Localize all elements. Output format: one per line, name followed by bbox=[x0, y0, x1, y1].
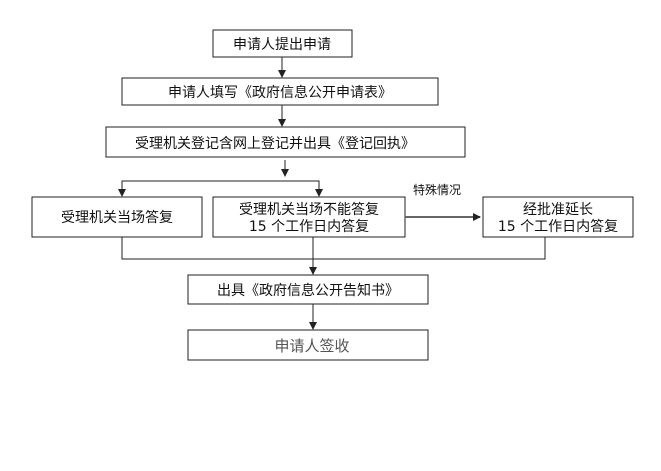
step-extend: 经批准延长 15 个工作日内答复 bbox=[482, 196, 634, 238]
svg-text:申请人签收: 申请人签收 bbox=[274, 337, 349, 355]
step-register: 受理机关登记含网上登记并出具《登记回执》 bbox=[105, 126, 466, 158]
svg-text:15 个工作日内答复: 15 个工作日内答复 bbox=[249, 218, 369, 235]
step-notice: 出具《政府信息公开告知书》 bbox=[187, 274, 429, 305]
step-fill-form: 申请人填写《政府信息公开申请表》 bbox=[121, 77, 439, 106]
svg-text:15 个工作日内答复: 15 个工作日内答复 bbox=[498, 218, 618, 235]
branch-connector bbox=[121, 180, 320, 196]
merge-connector bbox=[121, 237, 546, 260]
svg-text:经批准延长: 经批准延长 bbox=[523, 202, 593, 218]
step-sign: 申请人签收 bbox=[187, 329, 429, 361]
special-case-label: 特殊情况 bbox=[413, 182, 461, 197]
svg-text:受理机关当场不能答复: 受理机关当场不能答复 bbox=[239, 201, 379, 218]
svg-text:申请人提出申请: 申请人提出申请 bbox=[233, 37, 331, 53]
step-submit: 申请人提出申请 bbox=[212, 29, 353, 58]
svg-text:出具《政府信息公开告知书》: 出具《政府信息公开告知书》 bbox=[217, 282, 399, 299]
svg-text:申请人填写《政府信息公开申请表》: 申请人填写《政府信息公开申请表》 bbox=[168, 84, 392, 101]
step-reply-later: 受理机关当场不能答复 15 个工作日内答复 bbox=[212, 196, 406, 238]
svg-text:受理机关登记含网上登记并出具《登记回执》: 受理机关登记含网上登记并出具《登记回执》 bbox=[135, 136, 415, 152]
svg-text:受理机关当场答复: 受理机关当场答复 bbox=[61, 209, 173, 226]
step-reply-onsite: 受理机关当场答复 bbox=[31, 196, 203, 238]
